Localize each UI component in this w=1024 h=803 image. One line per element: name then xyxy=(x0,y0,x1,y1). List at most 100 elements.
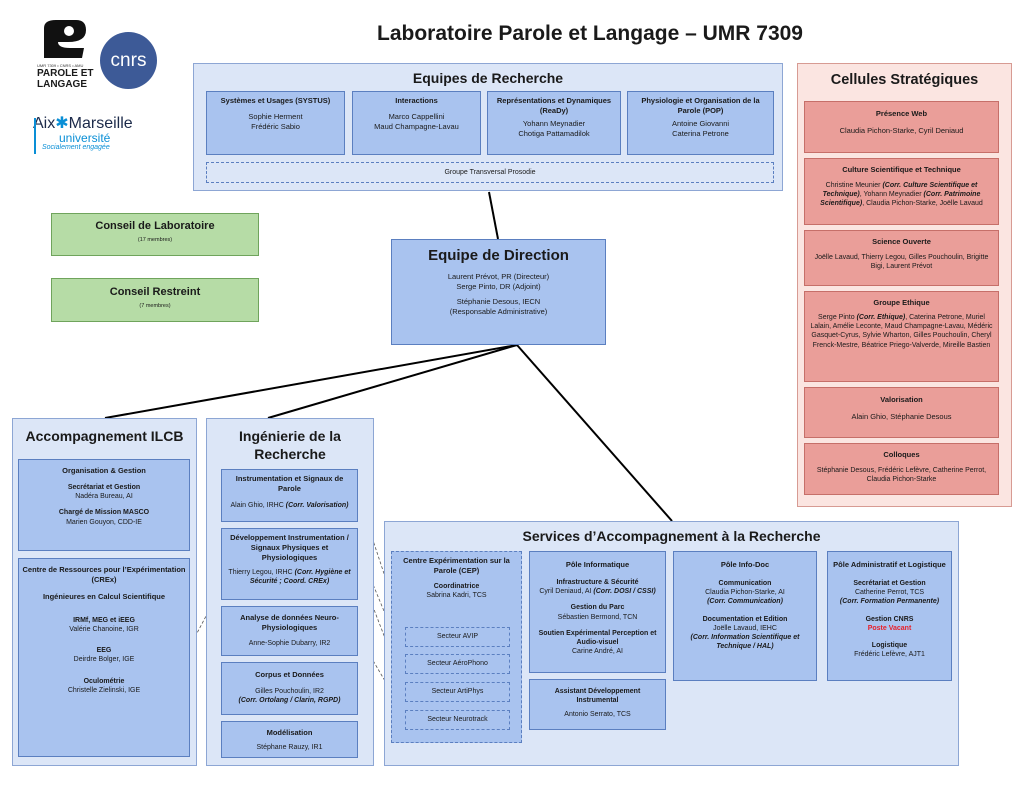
cellule-title: Groupe Ethique xyxy=(873,298,930,307)
box-text: Catherine Perrot, TCS xyxy=(854,589,925,597)
inge-instrumentation: Instrumentation et Signaux de Parole Ala… xyxy=(221,469,358,522)
box-corr: (Corr. Valorisation) xyxy=(285,501,349,509)
amu-univ: université xyxy=(59,131,111,145)
cellule-title: Valorisation xyxy=(880,395,923,404)
team-member: Frédéric Sabio xyxy=(251,121,300,131)
sector-avip: Secteur AVIP xyxy=(405,627,510,647)
cellule-title: Culture Scientifique et Technique xyxy=(842,165,961,174)
box-text: Gilles Pouchoulin, IR2 xyxy=(255,687,324,695)
ingenierie-title: Ingénierie de la Recherche xyxy=(239,428,341,463)
groupe-prosodie: Groupe Transversal Prosodie xyxy=(206,162,774,183)
cellule-corr: (Corr. Patrimoine Scientifique) xyxy=(820,191,981,208)
cellules-title: Cellules Stratégiques xyxy=(830,72,979,88)
direction-line: (Responsable Administrative) xyxy=(449,306,548,316)
pole-informatique: Pôle Informatique Infrastructure & Sécur… xyxy=(529,551,666,673)
box-text: Marien Gouyon, CDD-IE xyxy=(66,518,142,526)
box-subtitle: Ingénieures en Calcul Scientifique xyxy=(42,591,166,601)
amu-aix: Aix xyxy=(33,115,56,132)
team-member: Yohann Meynadier xyxy=(522,118,586,128)
team-member: Marco Cappellini xyxy=(388,111,445,121)
team-pop: Physiologie et Organisation de la Parole… xyxy=(627,91,774,155)
sector-neurotrack: Secteur Neurotrack xyxy=(405,710,510,730)
box-subtitle: Secrétariat et Gestion xyxy=(853,579,926,587)
box-subtitle: EEG xyxy=(96,647,112,655)
conseil-restreint-title: Conseil Restreint xyxy=(109,286,201,298)
amu-logo: Aix✱Marseille université Socialement eng… xyxy=(33,116,163,158)
cellule-text-part: , Claudia Pichon-Starke, Joëlle Lavaud xyxy=(862,200,983,208)
cellule-text-part: Serge Pinto xyxy=(818,313,857,321)
box-name: Alain Ghio, IRHC xyxy=(230,501,286,509)
box-subtitle: Communication xyxy=(718,579,772,587)
box-subtitle: Soutien Expérimental Perception et Audio… xyxy=(538,629,657,647)
cellule-culture: Culture Scientifique et Technique Christ… xyxy=(804,158,999,225)
cellule-text: Serge Pinto (Corr. Ethique), Caterina Pe… xyxy=(808,313,995,350)
box-text: Christelle Zielinski, IGE xyxy=(67,686,141,694)
team-interactions: Interactions Marco Cappellini Maud Champ… xyxy=(352,91,481,155)
team-member: Caterina Petrone xyxy=(672,128,729,138)
box-text: Alain Ghio, IRHC (Corr. Valorisation) xyxy=(225,501,354,510)
sector-label: Secteur AéroPhono xyxy=(427,660,488,668)
assistant-developpement: Assistant Développement Instrumental Ant… xyxy=(529,679,666,730)
groupe-prosodie-label: Groupe Transversal Prosodie xyxy=(444,168,536,176)
inge-neuro: Analyse de données Neuro-Physiologiques … xyxy=(221,606,358,656)
direction-line: Stéphanie Desous, IECN xyxy=(456,296,541,306)
conseil-restreint: Conseil Restreint (7 membres) xyxy=(51,278,259,322)
box-subtitle: Oculométrie xyxy=(83,677,125,685)
equipe-direction: Equipe de Direction Laurent Prévot, PR (… xyxy=(391,239,606,345)
cellule-text: Joëlle Lavaud, Thierry Legou, Gilles Pou… xyxy=(814,253,989,271)
cellule-text-part: Christine Meunier xyxy=(825,181,883,189)
box-text: Thierry Legou, IRHC (Corr. Hygiène et Sé… xyxy=(225,568,354,586)
box-text: Sabrina Kadri, TCS xyxy=(426,592,487,600)
cellule-text: Stéphanie Desous, Frédéric Lefèvre, Cath… xyxy=(816,466,987,484)
box-text: Joëlle Lavaud, IEHC xyxy=(713,624,777,632)
box-title: Pôle Informatique xyxy=(565,560,630,569)
box-title: Pôle Info-Doc xyxy=(720,560,770,569)
box-title: Centre Expérimentation sur la Parole (CE… xyxy=(403,556,510,575)
cellule-text: Claudia Pichon-Starke, Cyril Deniaud xyxy=(839,125,964,135)
conseil-labo-title: Conseil de Laboratoire xyxy=(95,220,215,232)
box-title: Pôle Administratif et Logistique xyxy=(833,560,946,569)
box-subtitle: Infrastructure & Sécurité xyxy=(556,578,639,586)
amu-marseille: Marseille xyxy=(68,115,133,132)
team-member: Antoine Giovanni xyxy=(671,118,730,128)
services-title: Services d’Accompagnement à la Recherche xyxy=(522,528,821,544)
amu-tag: Socialement engagée xyxy=(42,144,110,151)
vacant-label: Poste Vacant xyxy=(867,624,912,632)
cellule-text-part: , Yohann Meynadier xyxy=(859,191,924,199)
direction-line: Serge Pinto, DR (Adjoint) xyxy=(456,281,541,291)
box-name: Thierry Legou, IRHC xyxy=(228,568,295,576)
box-text: Carine André, AI xyxy=(572,648,623,656)
cellule-corr: (Corr. Ethique) xyxy=(856,313,906,321)
box-subtitle: Logistique xyxy=(871,642,908,650)
team-ready: Représentations et Dynamiques (ReaDy) Yo… xyxy=(487,91,621,155)
box-text: Antonio Serrato, TCS xyxy=(564,711,631,719)
direction-line: Laurent Prévot, PR (Directeur) xyxy=(447,272,550,281)
inge-corpus: Corpus et Données Gilles Pouchoulin, IR2… xyxy=(221,662,358,715)
conseil-labo-sub: (17 membres) xyxy=(137,237,173,243)
box-subtitle: Secrétariat et Gestion xyxy=(67,483,141,491)
ilcb-crex: Centre de Ressources pour l’Expérimentat… xyxy=(18,558,190,757)
box-title: Corpus et Données xyxy=(255,670,324,679)
box-subtitle: Chargé de Mission MASCO xyxy=(58,509,150,517)
box-text: Sébastien Bermond, TCN xyxy=(557,613,638,621)
pole-info-doc: Pôle Info-Doc Communication Claudia Pich… xyxy=(673,551,817,681)
cnrs-logo: cnrs xyxy=(100,32,157,89)
team-name: Physiologie et Organisation de la Parole… xyxy=(641,96,760,115)
box-text: Nadéra Bureau, AI xyxy=(75,493,133,501)
box-corr: (Corr. DOSI / CSSI) xyxy=(593,588,656,596)
direction-title: Equipe de Direction xyxy=(428,247,569,264)
ilcb-organisation: Organisation & Gestion Secrétariat et Ge… xyxy=(18,459,190,551)
box-title: Modélisation xyxy=(266,728,313,737)
box-text: Frédéric Lefèvre, AJT1 xyxy=(854,651,925,659)
cellule-title: Présence Web xyxy=(875,109,928,118)
lpl-line2: LANGAGE xyxy=(37,79,87,90)
cellule-text: Alain Ghio, Stéphanie Desous xyxy=(851,411,952,421)
box-title: Assistant Développement Instrumental xyxy=(554,688,641,705)
team-systus: Systèmes et Usages (SYSTUS) Sophie Herme… xyxy=(206,91,345,155)
inge-modelisation: Modélisation Stéphane Rauzy, IR1 xyxy=(221,721,358,758)
cellule-ethique: Groupe Ethique Serge Pinto (Corr. Ethiqu… xyxy=(804,291,999,382)
box-subtitle: Gestion CNRS xyxy=(865,615,914,623)
team-member: Maud Champagne-Lavau xyxy=(374,121,459,131)
box-text: Stéphane Rauzy, IR1 xyxy=(256,743,323,751)
conseil-laboratoire: Conseil de Laboratoire (17 membres) xyxy=(51,213,259,256)
